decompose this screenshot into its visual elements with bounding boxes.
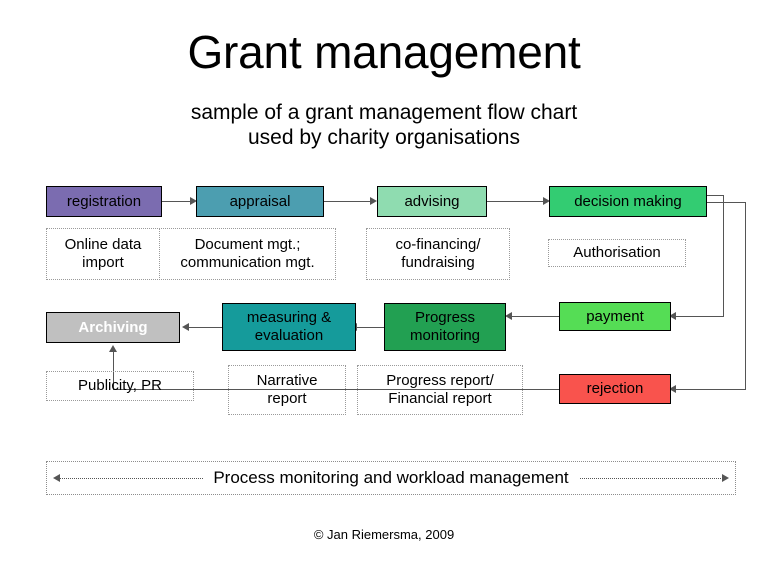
connector-decision-payment-vertical	[723, 195, 724, 316]
connector-decision-rejection-vertical	[745, 202, 746, 389]
subtitle-line-1: sample of a grant management flow chart	[190, 101, 578, 124]
flow-box-archiving[interactable]: Archiving	[46, 312, 180, 343]
flow-box-payment-label: payment	[586, 307, 644, 325]
flow-box-registration-label: registration	[66, 192, 142, 210]
note-narrative-report-line-2: report	[267, 390, 307, 407]
note-narrative-report: Narrative report	[228, 365, 346, 415]
page-subtitle: sample of a grant management flow chart …	[0, 100, 768, 150]
flow-box-progress-monitoring[interactable]: Progress monitoring	[384, 303, 506, 351]
note-online-data-import-line-1: Online data	[64, 236, 142, 253]
banner-arrow-left-icon	[53, 474, 60, 482]
connector-registration-appraisal	[162, 201, 194, 202]
connector-advising-decision	[487, 201, 547, 202]
note-authorisation-label: Authorisation	[573, 244, 661, 261]
flow-box-progress-monitoring-line-2: monitoring	[409, 327, 481, 344]
banner-label: Process monitoring and workload manageme…	[203, 468, 579, 488]
flow-box-registration[interactable]: registration	[46, 186, 162, 217]
flow-box-payment[interactable]: payment	[559, 302, 671, 331]
note-co-financing-line-2: fundraising	[401, 254, 475, 271]
subtitle-line-2: used by charity organisations	[248, 126, 520, 149]
note-co-financing: co-financing/ fundraising	[366, 228, 510, 280]
page-title: Grant management	[187, 26, 581, 78]
connector-progress-measuring	[356, 327, 386, 328]
arrow-decision-payment	[669, 312, 676, 320]
arrow-payment-progress	[505, 312, 512, 320]
flow-box-archiving-label: Archiving	[78, 318, 148, 336]
connector-decision-rejection-top	[707, 202, 746, 203]
note-progress-report: Progress report/ Financial report	[357, 365, 523, 415]
copyright-notice: © Jan Riemersma, 2009	[313, 527, 455, 542]
process-monitoring-banner: Process monitoring and workload manageme…	[46, 461, 736, 495]
note-authorisation: Authorisation	[548, 239, 686, 267]
flow-box-rejection-label: rejection	[586, 380, 644, 397]
note-publicity-pr-label: Publicity, PR	[78, 377, 162, 394]
arrow-decision-rejection	[669, 385, 676, 393]
banner-arrow-right-icon	[722, 474, 729, 482]
flow-box-appraisal-label: appraisal	[229, 192, 291, 210]
flow-box-decision-making[interactable]: decision making	[549, 186, 707, 217]
note-document-mgt-line-2: communication mgt.	[180, 254, 315, 271]
connector-payment-progress	[511, 316, 561, 317]
note-narrative-report-line-1: Narrative	[256, 372, 318, 389]
arrow-measuring-archiving	[182, 323, 189, 331]
connector-measuring-archiving	[188, 327, 224, 328]
flow-box-measuring-evaluation[interactable]: measuring & evaluation	[222, 303, 356, 351]
note-progress-report-line-2: Financial report	[388, 390, 492, 407]
connector-rejection-archiving-horizontal	[113, 389, 561, 390]
flow-box-advising[interactable]: advising	[377, 186, 487, 217]
flow-box-measuring-evaluation-line-1: measuring &	[246, 309, 332, 326]
note-online-data-import-line-2: import	[82, 254, 124, 271]
arrow-advising-decision	[543, 197, 550, 205]
connector-decision-payment-bottom	[675, 316, 724, 317]
flow-box-decision-making-label: decision making	[574, 192, 682, 210]
note-online-data-import: Online data import	[46, 228, 160, 280]
note-publicity-pr: Publicity, PR	[46, 371, 194, 401]
connector-decision-payment-top	[707, 195, 724, 196]
flow-box-advising-label: advising	[404, 192, 460, 210]
flow-box-appraisal[interactable]: appraisal	[196, 186, 324, 217]
flow-box-measuring-evaluation-line-2: evaluation	[254, 327, 324, 344]
connector-appraisal-advising	[324, 201, 374, 202]
connector-decision-rejection-bottom	[675, 389, 746, 390]
note-progress-report-line-1: Progress report/	[386, 372, 494, 389]
flow-box-rejection[interactable]: rejection	[559, 374, 671, 404]
note-co-financing-line-1: co-financing/	[395, 236, 481, 253]
note-document-mgt-line-1: Document mgt.;	[194, 236, 301, 253]
arrow-rejection-archiving	[109, 345, 117, 352]
arrow-appraisal-advising	[370, 197, 377, 205]
note-document-mgt: Document mgt.; communication mgt.	[159, 228, 336, 280]
flow-box-progress-monitoring-line-1: Progress	[414, 309, 475, 326]
arrow-registration-appraisal	[190, 197, 197, 205]
